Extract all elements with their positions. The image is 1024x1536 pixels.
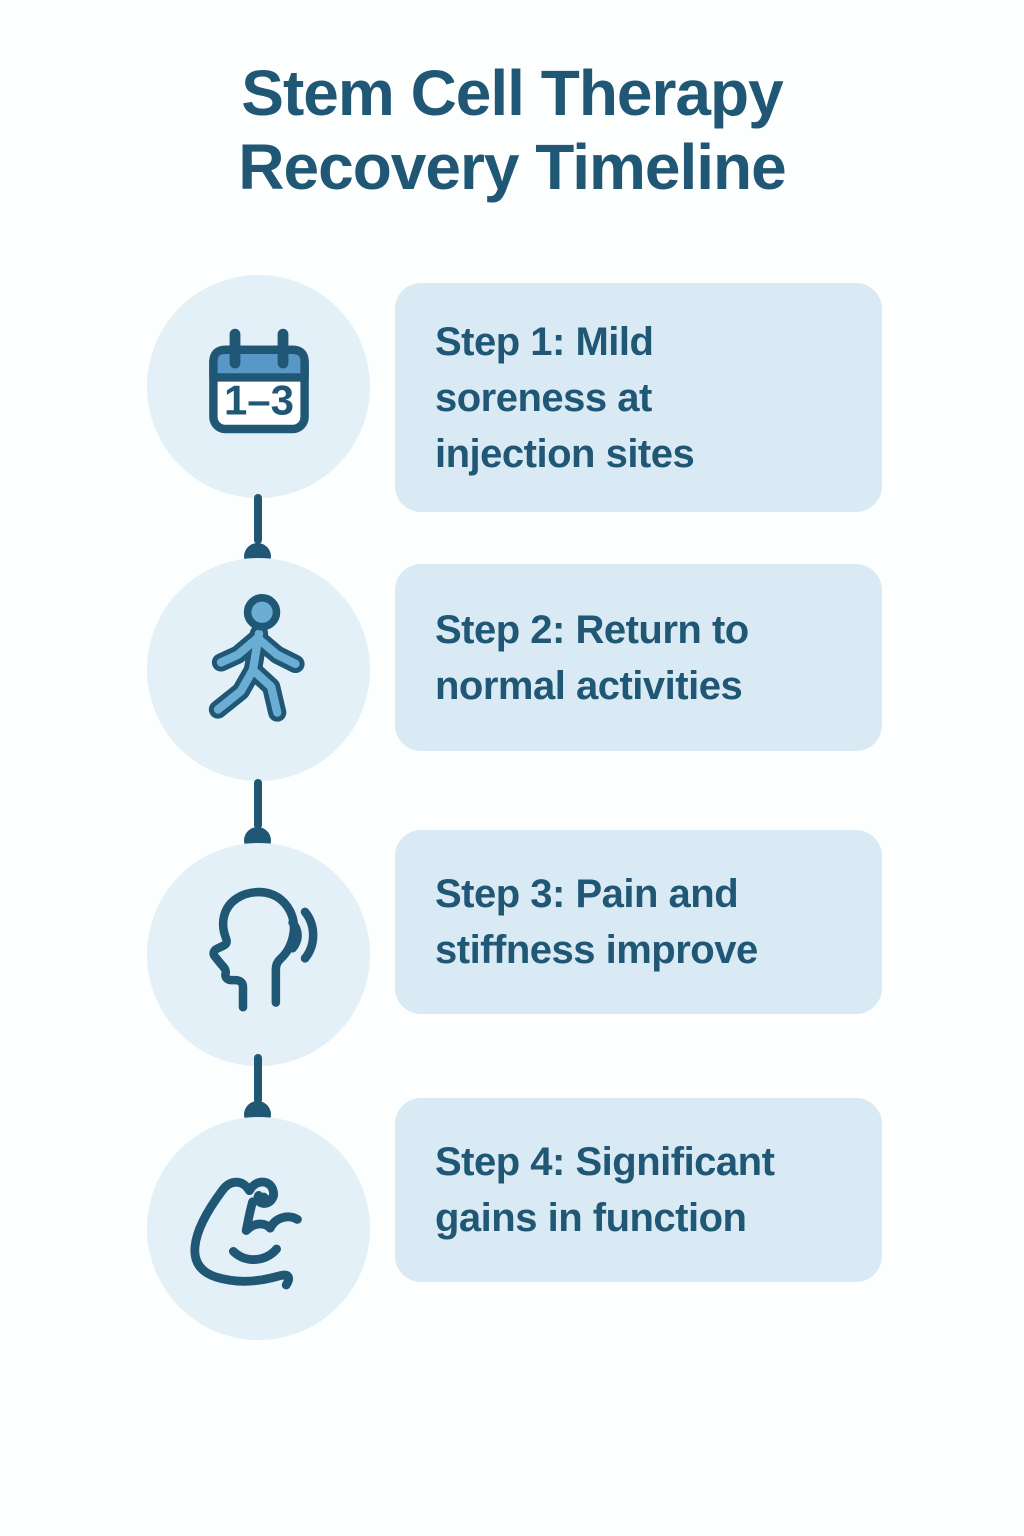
step-2-text: Step 2: Return to normal activities [435,607,749,708]
step-2-icon-circle [147,558,370,781]
flexed-bicep-icon [189,1177,302,1289]
walking-person-icon [208,593,305,722]
timeline-connector-line [254,1054,262,1104]
timeline-connector-line [254,494,262,544]
step-3-icon-circle [147,843,370,1066]
calendar-day-range-label: 1–3 [223,376,293,423]
calendar-icon: 1–3 [208,328,309,433]
step-2-card: Step 2: Return to normal activities [395,564,882,751]
page-title: Stem Cell Therapy Recovery Timeline [238,57,786,204]
timeline-connector-line [254,779,262,829]
step-4-icon-circle [147,1117,370,1340]
step-1-card: Step 1: Mild soreness at injection sites [395,283,882,512]
step-1-text: Step 1: Mild soreness at injection sites [435,319,695,476]
step-1-icon-circle: 1–3 [147,275,370,498]
step-3-card: Step 3: Pain and stiffness improve [395,830,882,1014]
step-4-text: Step 4: Significant gains in function [435,1140,775,1240]
step-4-card: Step 4: Significant gains in function [395,1098,882,1282]
head-profile-icon [209,887,318,1012]
step-3-text: Step 3: Pain and stiffness improve [435,872,758,972]
